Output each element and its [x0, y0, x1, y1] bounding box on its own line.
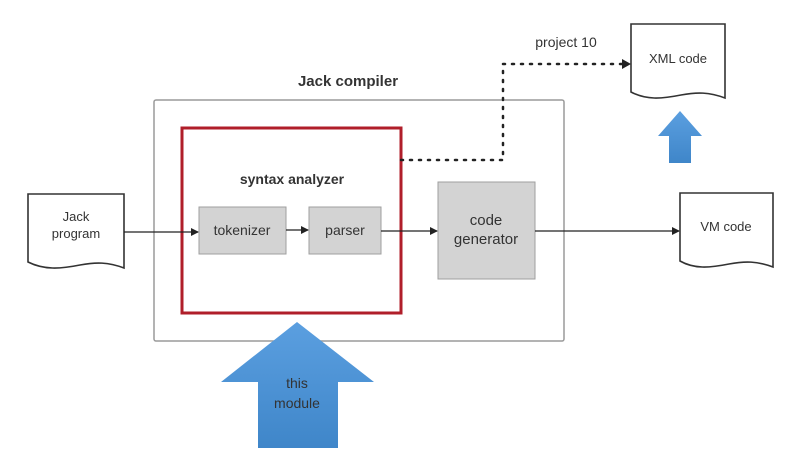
- dotted-arrow-head: [622, 59, 631, 69]
- tokenizer-box: [198, 206, 287, 255]
- xml-code-label: XML code: [649, 51, 707, 66]
- xml-code-doc: [630, 23, 726, 100]
- parser-box: [308, 206, 382, 255]
- this-module-label-line1: this: [286, 375, 308, 391]
- code-generator-box: [437, 181, 536, 280]
- tokenizer-label: tokenizer: [214, 222, 271, 238]
- jack-program-label-line1: Jack: [63, 209, 90, 224]
- this-module-arrow: [221, 322, 374, 448]
- parser-label: parser: [325, 222, 365, 238]
- vm-code-label: VM code: [700, 219, 751, 234]
- vm-code-doc: [679, 192, 774, 269]
- syntax-analyzer-label: syntax analyzer: [240, 171, 345, 187]
- jack-compiler-label: Jack compiler: [298, 73, 398, 90]
- code-generator-label-line2: generator: [454, 231, 518, 248]
- syntax-analyzer-box: [180, 126, 403, 315]
- jack-program-label-line2: program: [52, 226, 100, 241]
- jack-program-doc: [27, 193, 125, 270]
- code-generator-label-line1: code: [470, 212, 503, 229]
- project-10-label: project 10: [535, 34, 597, 50]
- this-module-label-line2: module: [274, 395, 320, 411]
- xml-up-arrow: [658, 111, 702, 163]
